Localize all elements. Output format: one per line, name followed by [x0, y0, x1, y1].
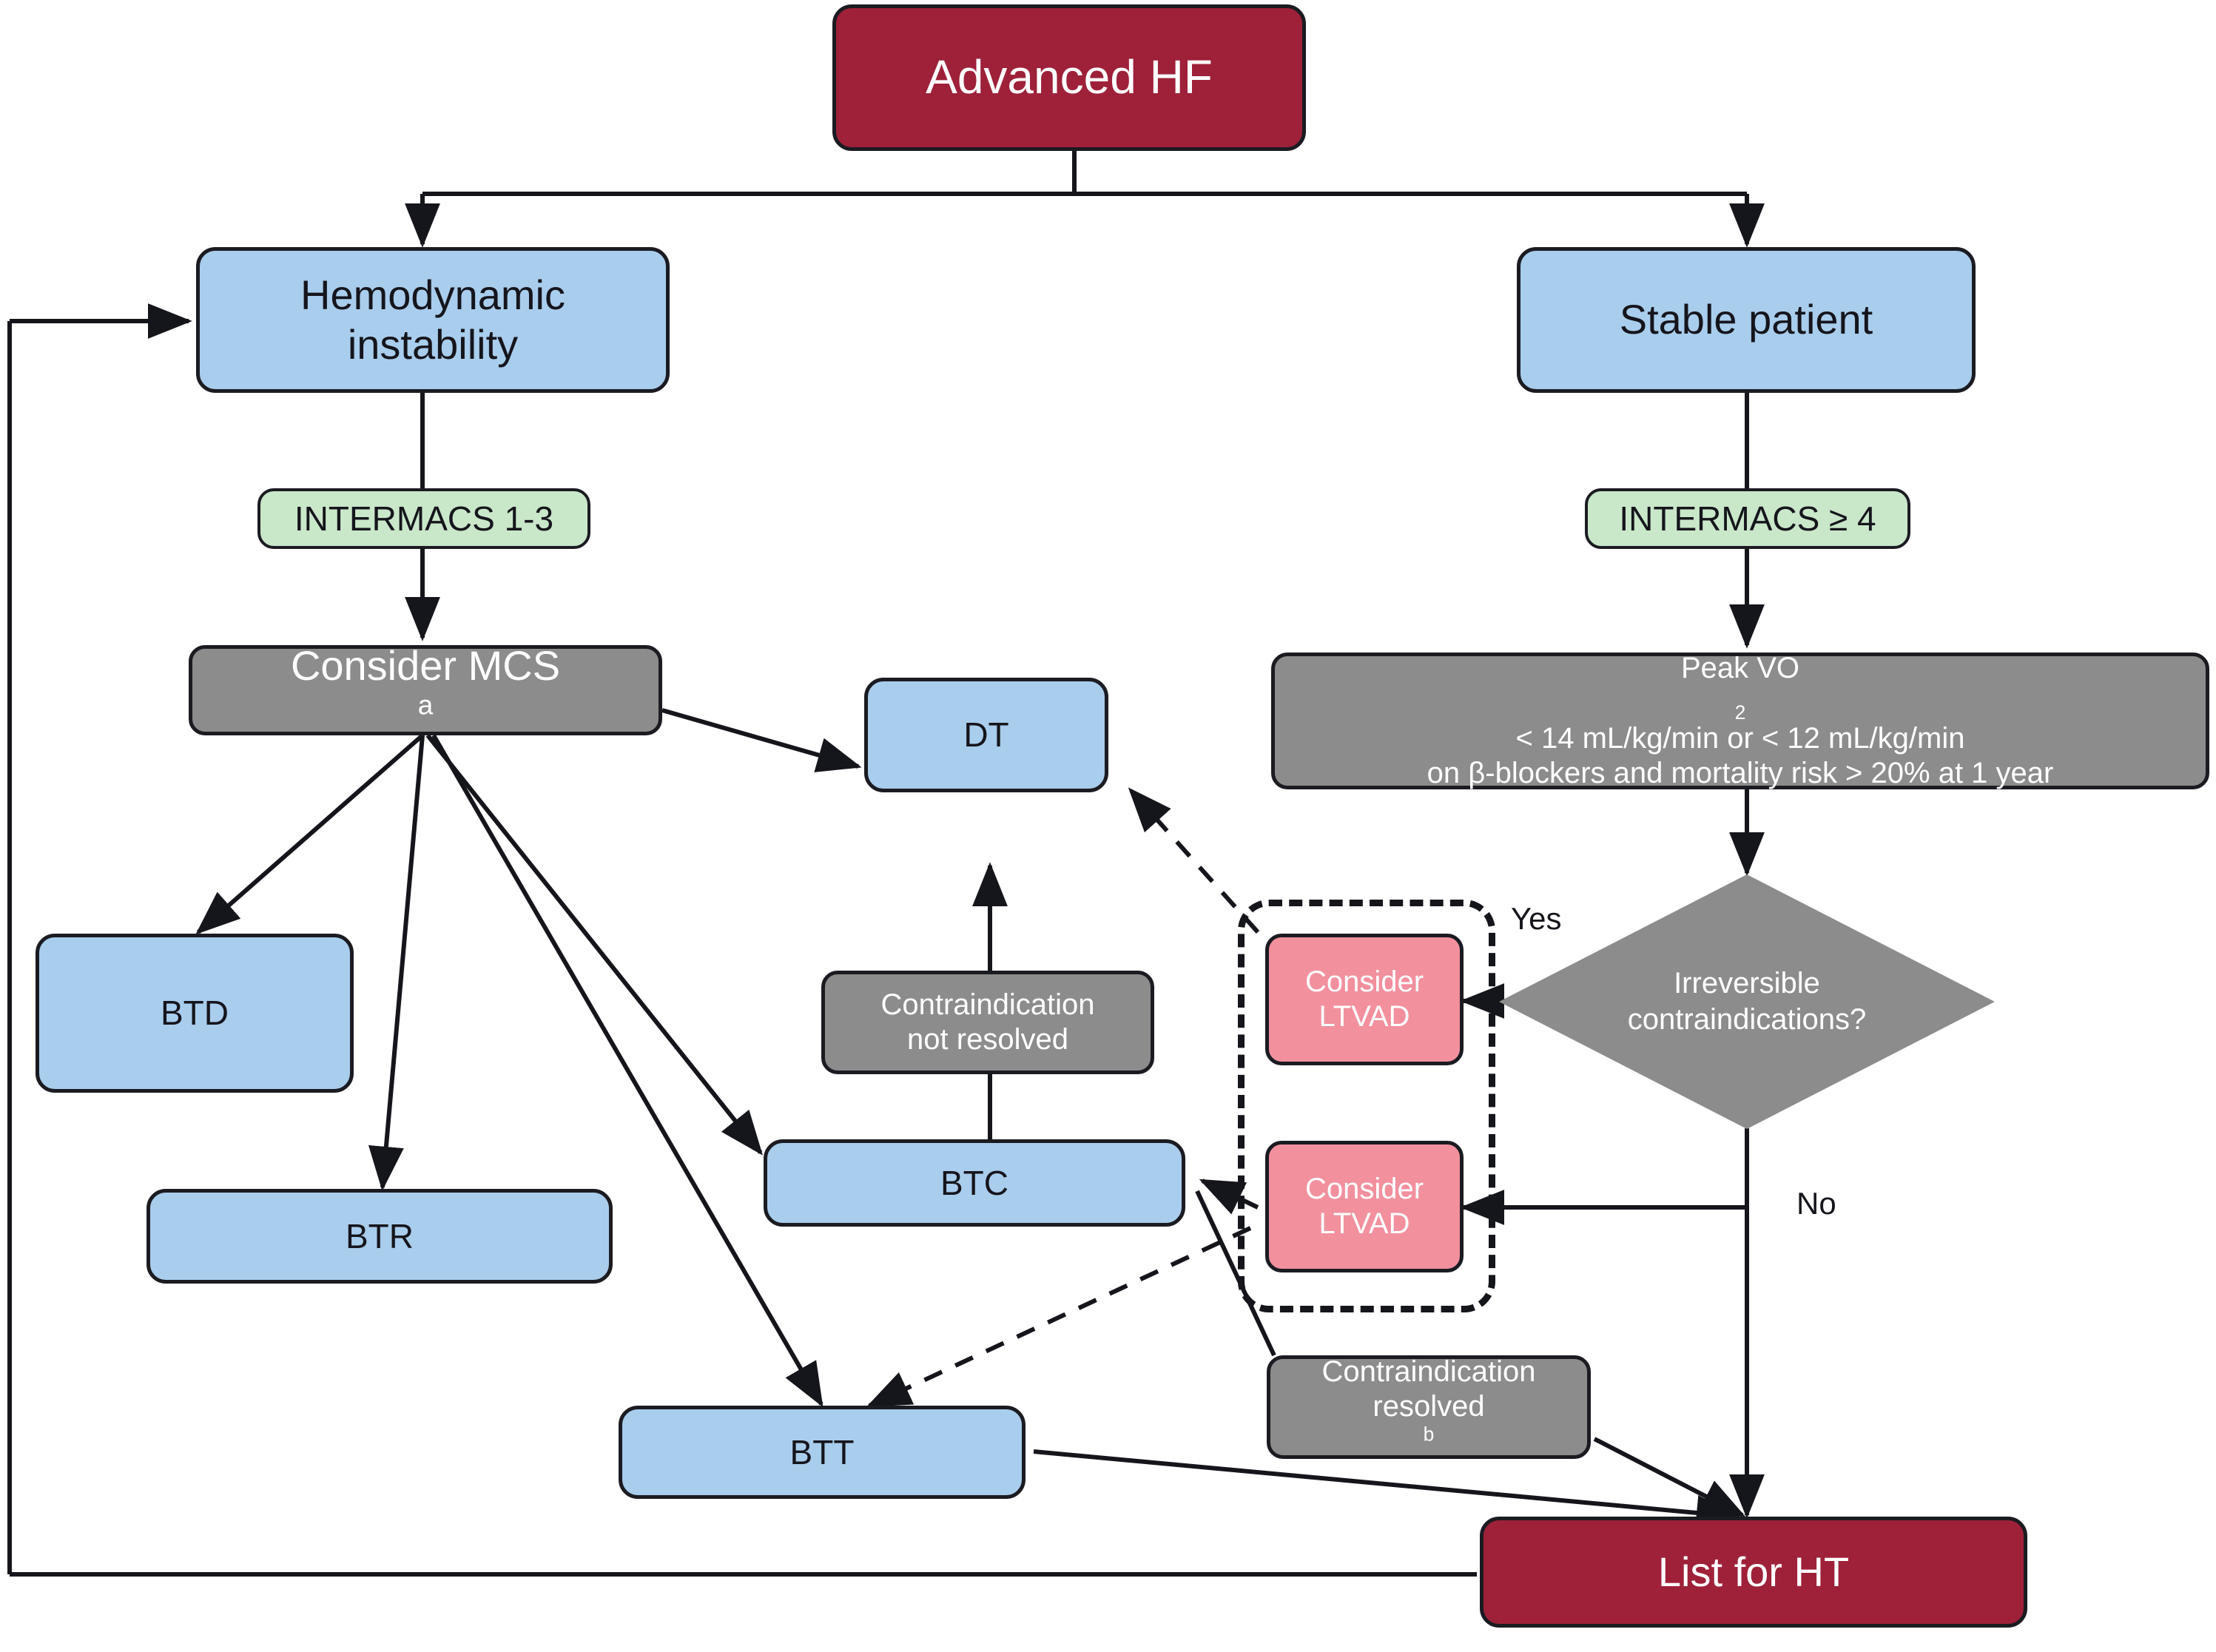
edge-mcs-to-btr — [368, 735, 425, 1191]
node-btt-label: BTT — [789, 1432, 855, 1471]
node-consider-mcs-footnote: a — [417, 690, 434, 721]
node-stable-patient[interactable]: Stable patient — [1517, 247, 1976, 393]
node-btc-label: BTC — [940, 1163, 1008, 1202]
node-consider-ltvad-top[interactable]: Consider LTVAD — [1265, 934, 1464, 1065]
node-contraindication-not-resolved-line2: not resolved — [907, 1023, 1068, 1056]
node-peak-vo2-prefix: Peak VO — [1680, 652, 1800, 685]
node-list-for-ht-label: List for HT — [1657, 1548, 1850, 1595]
edge-btt-to-listforht — [1033, 1449, 1741, 1531]
node-intermacs-1-3-label: INTERMACS 1-3 — [294, 499, 554, 538]
node-btr[interactable]: BTR — [147, 1189, 613, 1284]
node-consider-ltvad-bottom-line1: Consider — [1304, 1172, 1424, 1205]
node-consider-ltvad-bottom-line2: LTVAD — [1319, 1207, 1410, 1240]
node-consider-mcs-text: Consider MCS — [290, 641, 561, 689]
node-irreversible-contraindications-text: Irreversible contraindications? — [1628, 965, 1866, 1038]
node-peak-vo2[interactable]: Peak VO 2 < 14 mL/kg/min or < 12 mL/kg/mi… — [1271, 651, 2209, 789]
node-peak-vo2-subscript: 2 — [1734, 701, 1746, 724]
node-list-for-ht[interactable]: List for HT — [1480, 1517, 2027, 1628]
node-intermacs-1-3[interactable]: INTERMACS 1-3 — [257, 488, 590, 549]
ltvad-group-dashed-outline — [1238, 900, 1495, 1312]
node-irreversible-contraindications-line2: contraindications? — [1627, 1003, 1867, 1036]
node-peak-vo2-line1-rest: < 14 mL/kg/min or < 12 mL/kg/min — [1515, 721, 1965, 755]
node-advanced-hf[interactable]: Advanced HF — [832, 4, 1306, 151]
node-peak-vo2-line1: Peak VO 2 < 14 mL/kg/min or < 12 mL/kg/mi… — [1501, 651, 1980, 756]
node-peak-vo2-line2: on β-blockers and mortality risk > 20% a… — [1427, 756, 2054, 789]
node-btr-label: BTR — [346, 1216, 414, 1255]
node-contraindication-not-resolved-line1: Contraindication — [880, 988, 1095, 1021]
node-btt[interactable]: BTT — [619, 1406, 1026, 1499]
node-dt[interactable]: DT — [864, 678, 1108, 792]
node-irreversible-contraindications-line1: Irreversible — [1674, 967, 1820, 1000]
edge-contraind-resolved-to-listforht — [1593, 1437, 1746, 1517]
node-btd-label: BTD — [161, 994, 229, 1033]
node-dt-label: DT — [963, 715, 1009, 755]
node-hemodynamic-instability-line1: Hemodynamic — [300, 272, 565, 319]
node-hemodynamic-instability[interactable]: Hemodynamic instability — [196, 247, 670, 393]
edge-ltvad-bottom-to-btt-dashed — [866, 1226, 1252, 1408]
node-consider-ltvad-top-line2: LTVAD — [1319, 1000, 1410, 1033]
node-consider-ltvad-top-line1: Consider — [1304, 965, 1424, 998]
node-irreversible-contraindications[interactable]: Irreversible contraindications? — [1499, 874, 1995, 1129]
edge-ltvad-top-to-dt-dashed — [1128, 787, 1260, 934]
node-intermacs-ge-4[interactable]: INTERMACS ≥ 4 — [1585, 488, 1910, 549]
edge-label-yes: Yes — [1511, 901, 1562, 936]
node-contraindication-resolved-line1: Contraindication — [1321, 1355, 1536, 1389]
edge-mcs-to-btc — [425, 734, 763, 1156]
node-stable-patient-label: Stable patient — [1619, 296, 1873, 343]
node-consider-ltvad-bottom[interactable]: Consider LTVAD — [1265, 1141, 1464, 1272]
node-contraindication-resolved-footnote: b — [1423, 1423, 1435, 1446]
node-btd[interactable]: BTD — [36, 934, 354, 1093]
edge-label-no: No — [1796, 1186, 1836, 1221]
node-intermacs-ge-4-label: INTERMACS ≥ 4 — [1619, 499, 1876, 538]
node-contraindication-not-resolved[interactable]: Contraindication not resolved — [821, 971, 1154, 1074]
node-advanced-hf-label: Advanced HF — [926, 50, 1213, 104]
edge-mcs-to-dt — [661, 708, 862, 772]
node-contraindication-resolved-text: resolved — [1373, 1390, 1485, 1423]
edge-mcs-to-btd — [195, 733, 424, 935]
edge-mcs-to-btt — [431, 734, 824, 1408]
node-btc[interactable]: BTC — [764, 1139, 1185, 1227]
node-hemodynamic-instability-line2: instability — [347, 320, 519, 368]
